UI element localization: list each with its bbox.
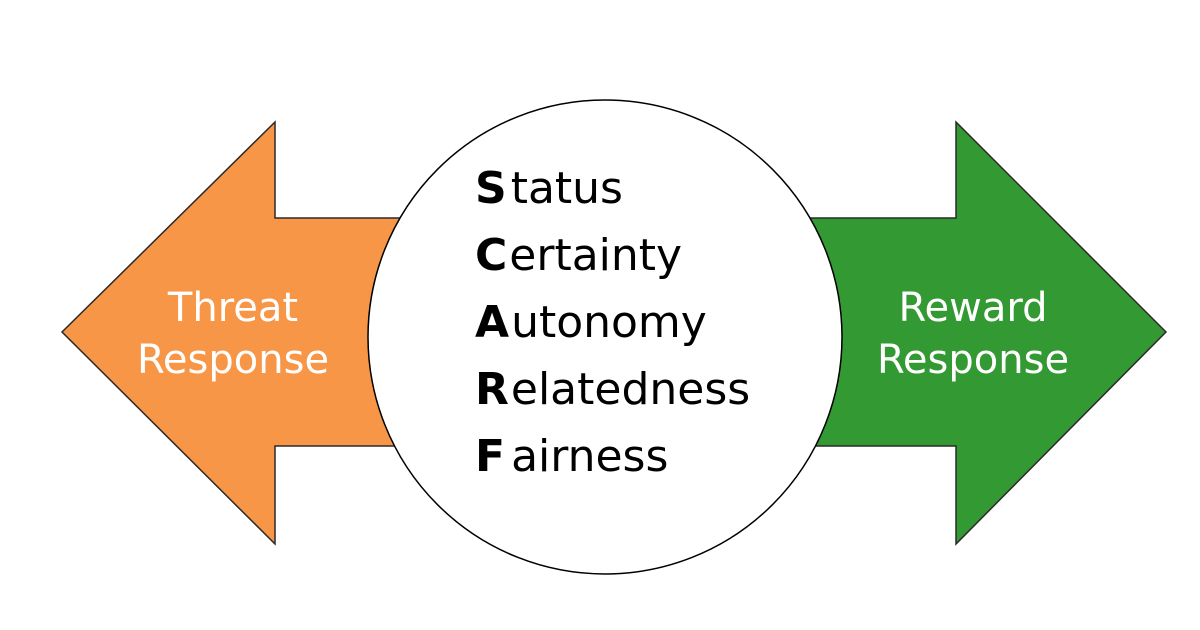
- scarf-word-rest: utonomy: [511, 297, 707, 348]
- scarf-word-rest: elatedness: [511, 364, 750, 415]
- scarf-word-autonomy: Autonomy: [475, 297, 707, 348]
- scarf-initial: A: [475, 297, 509, 348]
- threat-label-line2: Response: [137, 337, 329, 383]
- scarf-circle: [367, 99, 843, 575]
- scarf-initial: R: [475, 364, 509, 415]
- scarf-initial: F: [475, 431, 505, 482]
- scarf-word-rest: tatus: [511, 163, 623, 214]
- scarf-word-rest: ertainty: [509, 230, 682, 281]
- scarf-word-certainty: Certainty: [475, 230, 682, 281]
- threat-label-line1: Threat: [167, 285, 298, 331]
- scarf-word-status: Status: [475, 163, 623, 214]
- scarf-initial: C: [475, 230, 507, 281]
- reward-label-line2: Response: [877, 337, 1069, 383]
- scarf-word-rest: airness: [511, 431, 668, 482]
- reward-label-line1: Reward: [899, 285, 1048, 331]
- scarf-word-relatedness: Relatedness: [475, 364, 750, 415]
- scarf-initial: S: [475, 163, 507, 214]
